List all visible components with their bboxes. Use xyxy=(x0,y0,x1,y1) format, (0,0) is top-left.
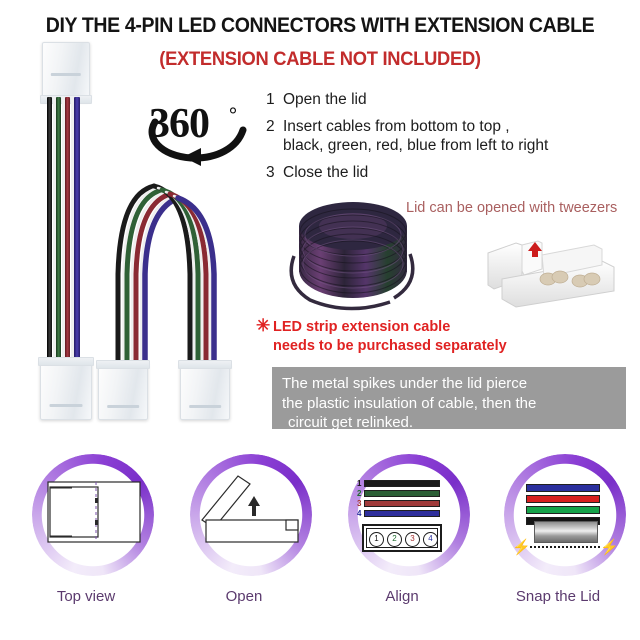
circuit-dashed-line xyxy=(530,546,600,548)
wire-black xyxy=(47,97,52,362)
align-number-4: 4 xyxy=(357,509,362,518)
info-box: The metal spikes under the lid pierce th… xyxy=(272,367,626,431)
align-stripe-1 xyxy=(364,480,440,487)
wire-white-2 xyxy=(62,97,65,362)
wire-red xyxy=(65,97,70,362)
warning-line-1: LED strip extension cable xyxy=(273,319,451,335)
snap-lid-icon: ⚡ ⚡ xyxy=(504,454,626,576)
align-number-3: 3 xyxy=(357,499,362,508)
instruction-list: 1 Open the lid 2 Insert cables from bott… xyxy=(266,90,638,189)
circle-label: Snap the Lid xyxy=(515,588,601,605)
snap-stripe-3 xyxy=(526,506,600,514)
badge-number: 360 xyxy=(149,101,210,147)
info-line-2: the plastic insulation of cable, then th… xyxy=(282,394,537,412)
warning-line-2: needs to be purchased separately xyxy=(273,338,507,354)
step-circles-row: Top view Open xyxy=(0,452,640,640)
list-item: 1 Open the lid xyxy=(266,90,638,110)
info-line-1: The metal spikes under the lid pierce xyxy=(282,375,528,392)
snap-stripe-2 xyxy=(526,495,600,503)
rotate-360-icon: 360 ° xyxy=(143,101,253,166)
pin-1: 1 xyxy=(369,532,384,547)
list-item: 2 Insert cables from bottom to top , bla… xyxy=(266,117,638,156)
pin-2: 2 xyxy=(387,532,402,547)
circle-label: Open xyxy=(225,588,263,605)
list-item: 3 Close the lid xyxy=(266,163,638,183)
connector-notch xyxy=(107,405,139,408)
connector-block-bottom-left xyxy=(38,357,94,420)
connector-open-lid-icon xyxy=(190,454,312,576)
cable-bundle-straight xyxy=(46,97,86,362)
step-number: 1 xyxy=(266,91,275,108)
connector-lip xyxy=(96,360,150,369)
metal-lid-bar xyxy=(534,521,598,543)
align-number-2: 2 xyxy=(357,489,362,498)
page-subtitle: (EXTENSION CABLE NOT INCLUDED) xyxy=(159,48,481,70)
connector-block-bottom-right xyxy=(178,360,232,420)
connector-notch xyxy=(189,405,221,408)
connector-top-view-icon xyxy=(32,454,154,576)
align-stripe-3 xyxy=(364,500,440,507)
step-circle-align: 1 2 3 4 1 2 3 4 Align xyxy=(322,452,482,640)
wire-align-icon: 1 2 3 4 1 2 3 4 xyxy=(348,454,470,576)
info-line-3: circuit get relinked. xyxy=(288,414,414,431)
cable-bundle-curved xyxy=(110,178,230,369)
step-text-line2: black, green, red, blue from left to rig… xyxy=(283,137,549,154)
align-stripe-4 xyxy=(364,510,440,517)
pin-3: 3 xyxy=(405,532,420,547)
wire-white-1 xyxy=(53,97,56,362)
step-circle-snap-lid: ⚡ ⚡ Snap the Lid xyxy=(478,452,638,640)
step-number: 3 xyxy=(266,163,275,181)
badge-degree: ° xyxy=(229,104,237,126)
circle-ring xyxy=(504,454,626,576)
connector-lip xyxy=(178,360,232,369)
step-circle-top-view: Top view xyxy=(6,452,166,640)
lightning-bolt-left-icon: ⚡ xyxy=(512,539,531,556)
step-text: Open the lid xyxy=(283,91,367,108)
connector-lip xyxy=(38,357,94,366)
align-stripe-2 xyxy=(364,490,440,497)
connector-notch xyxy=(50,73,82,76)
step-text: Close the lid xyxy=(283,163,369,181)
tweezer-note: Lid can be opened with tweezers xyxy=(406,200,618,216)
snap-stripe-1 xyxy=(526,484,600,492)
wire-blue xyxy=(74,97,80,362)
lightning-bolt-right-icon: ⚡ xyxy=(600,539,619,556)
pin-4: 4 xyxy=(423,532,438,547)
step-circle-open: Open xyxy=(164,452,324,640)
circle-label: Top view xyxy=(56,588,116,605)
step-number: 2 xyxy=(266,117,275,135)
connector-clip-photo xyxy=(482,235,622,313)
asterisk-icon: ✳ xyxy=(256,316,271,335)
page-title: DIY THE 4-PIN LED CONNECTORS WITH EXTENS… xyxy=(45,14,595,37)
wire-white-3 xyxy=(71,97,74,362)
step-text: Insert cables from bottom to top , xyxy=(283,117,510,135)
align-number-1: 1 xyxy=(357,479,362,488)
connector-notch xyxy=(49,404,83,407)
circle-label: Align xyxy=(385,588,419,605)
connector-block-top xyxy=(40,42,92,104)
purchase-warning: ✳ LED strip extension cable needs to be … xyxy=(256,316,566,356)
extension-cable-coil-photo xyxy=(286,198,420,314)
wire-green xyxy=(56,97,61,362)
connector-pin-housing: 1 2 3 4 xyxy=(362,524,442,552)
connector-block-bottom-mid xyxy=(96,360,150,420)
